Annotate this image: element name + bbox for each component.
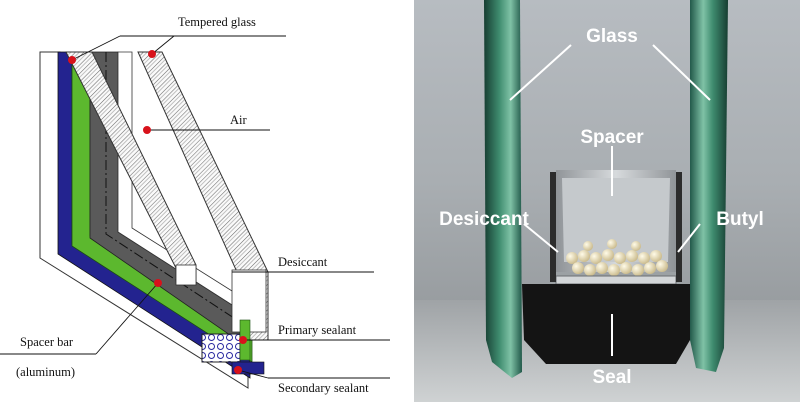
photo-label-glass: Glass [586, 26, 638, 47]
left-glass-pane [484, 0, 522, 378]
spacer-bottom [555, 275, 677, 285]
black-seal [522, 284, 690, 364]
photo-leader-lines [509, 44, 711, 356]
label-aluminum: (aluminum) [16, 365, 75, 379]
butyl-strip-left [550, 172, 556, 282]
glass-edge-box-1 [175, 264, 197, 286]
photo-label-seal: Seal [592, 367, 631, 388]
spacer-channel [562, 178, 670, 262]
butyl-strip-right [676, 172, 682, 282]
label-desiccant: Desiccant [278, 255, 328, 269]
desiccant-beads [566, 239, 668, 276]
cross-section-photo: Glass Spacer Desiccant Butyl Seal [414, 0, 800, 402]
desiccant-box [201, 333, 241, 363]
label-spacer-bar: Spacer bar [20, 335, 74, 349]
label-air: Air [230, 113, 248, 127]
label-tempered-glass: Tempered glass [178, 15, 256, 29]
leader-lines [0, 35, 390, 379]
photo-label-desiccant: Desiccant [439, 209, 529, 230]
label-primary-sealant: Primary sealant [278, 323, 357, 337]
photo-label-spacer: Spacer [580, 127, 644, 148]
label-secondary-sealant: Secondary sealant [278, 381, 369, 395]
cross-section-diagram: Tempered glass Air Desiccant Primary sea… [0, 15, 390, 395]
photo-label-butyl: Butyl [716, 209, 764, 230]
right-glass-pane [690, 0, 728, 372]
marker-dots [68, 50, 247, 374]
